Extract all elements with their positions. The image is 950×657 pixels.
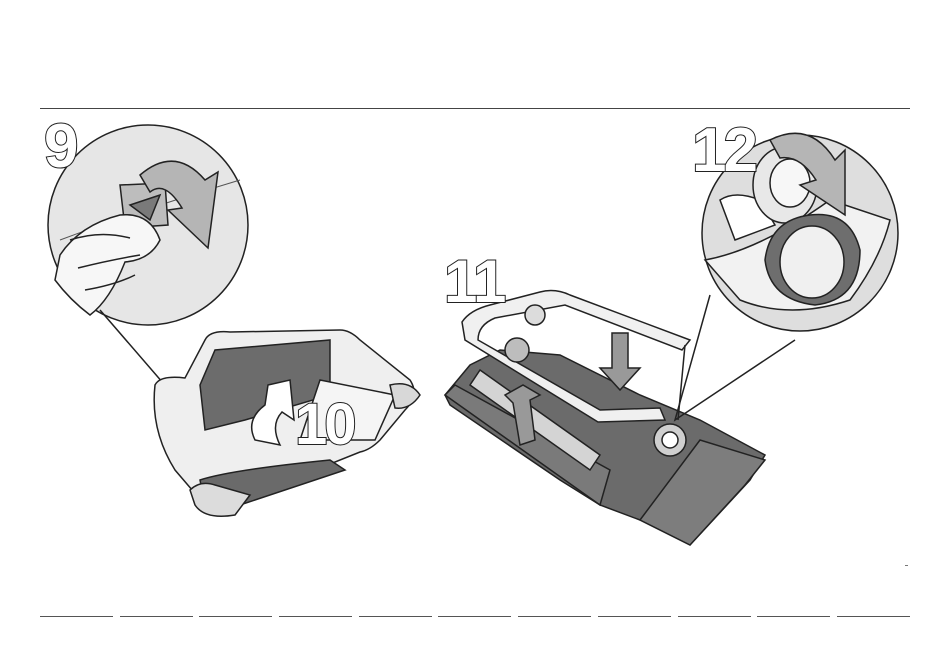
basket <box>154 330 420 516</box>
footer-tab <box>837 616 910 617</box>
stroller-frame <box>445 291 765 545</box>
footer-tab <box>678 616 751 617</box>
step-number-12: 12 <box>692 120 755 182</box>
footer-tab <box>199 616 272 617</box>
page-mark <box>905 565 908 566</box>
step-number-9: 9 <box>44 116 75 178</box>
footer-tab <box>518 616 591 617</box>
footer-tab-strip <box>40 616 910 618</box>
footer-tab <box>279 616 352 617</box>
footer-tab <box>359 616 432 617</box>
step-number-10: 10 <box>295 396 354 454</box>
footer-tab <box>598 616 671 617</box>
footer-tab <box>120 616 193 617</box>
footer-tab <box>40 616 113 617</box>
step9-detail <box>48 125 248 325</box>
step-number-11: 11 <box>444 252 505 312</box>
footer-tab <box>438 616 511 617</box>
footer-tab <box>757 616 830 617</box>
